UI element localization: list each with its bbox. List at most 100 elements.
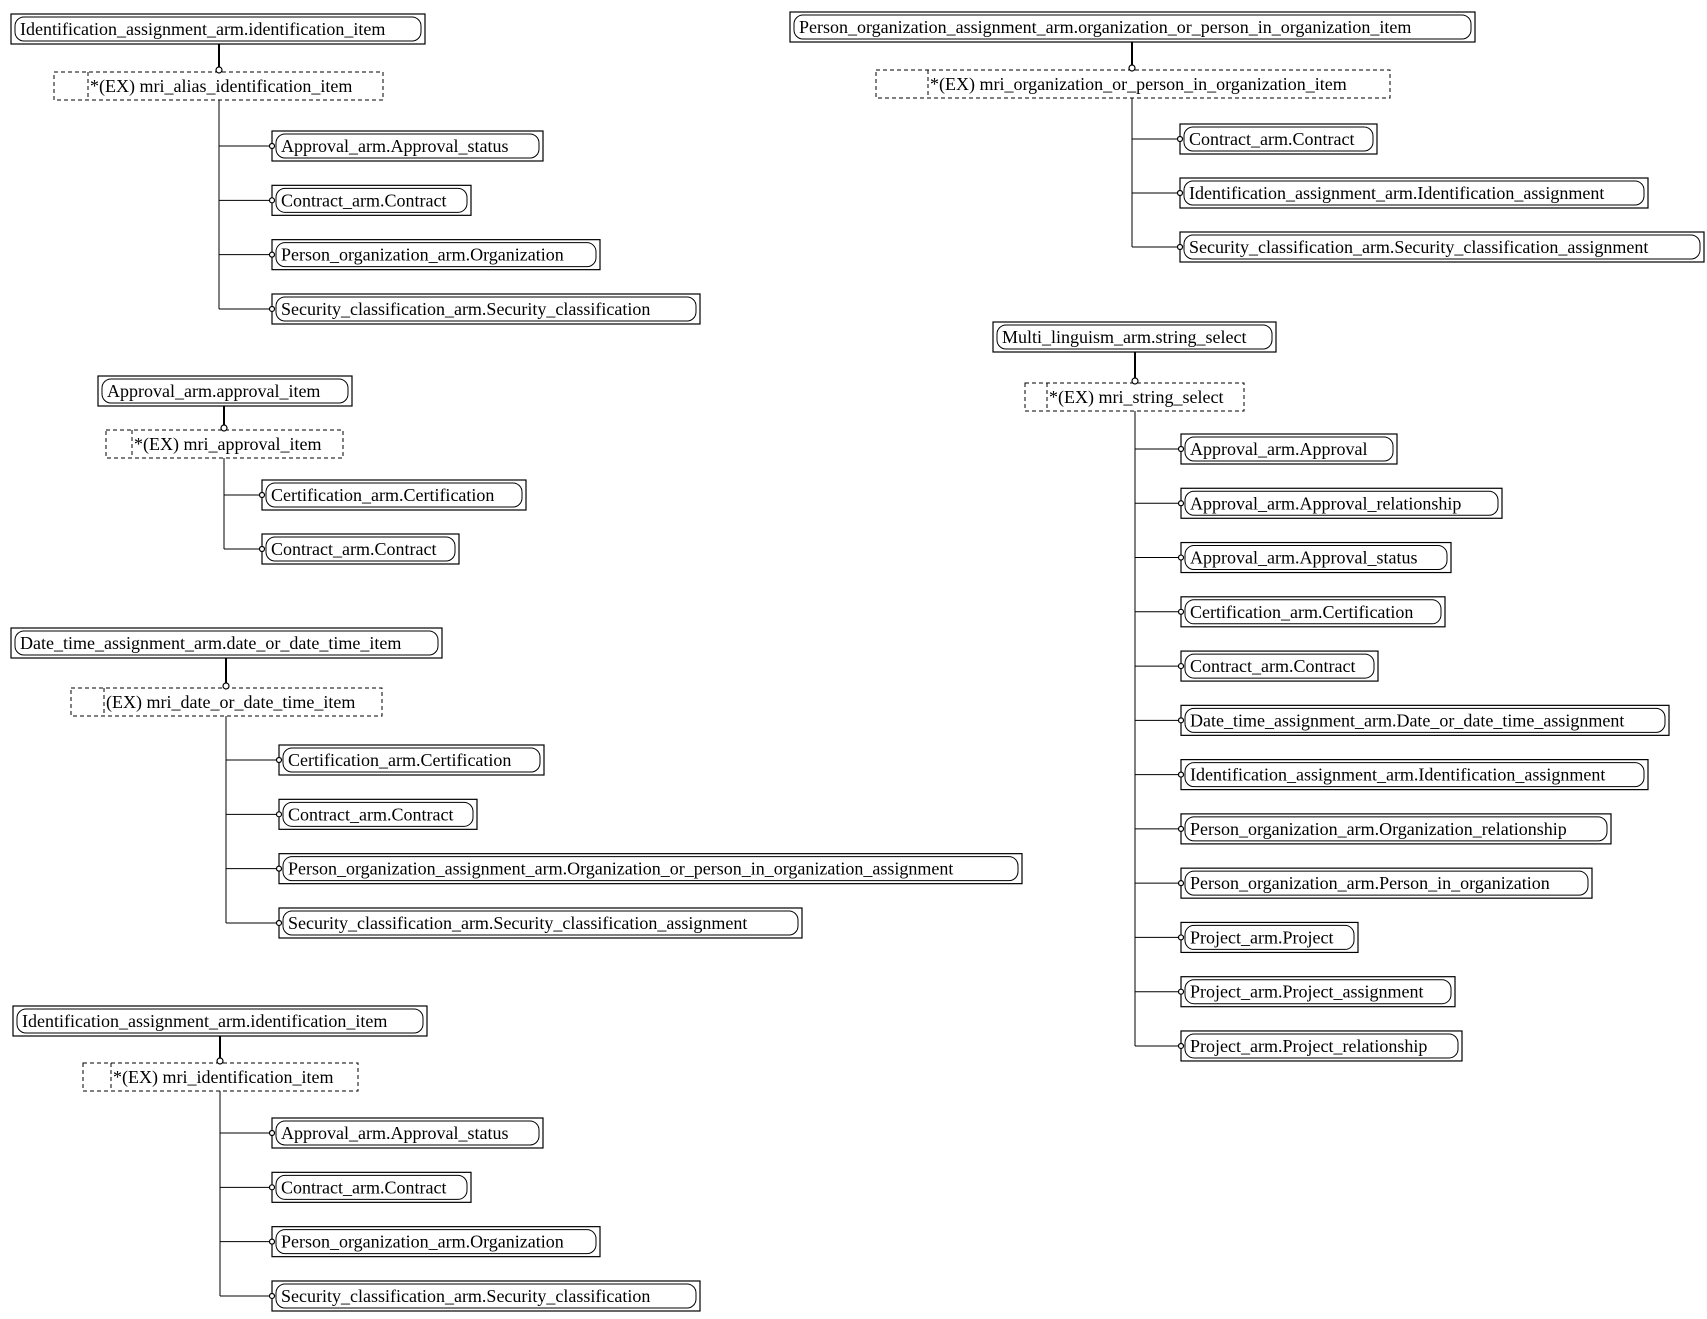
entity-box-label: Approval_arm.Approval_relationship: [1190, 493, 1461, 513]
entity-box-frame: [271, 1117, 544, 1149]
entity-box-inner-frame: [275, 133, 540, 159]
connector-end-circle: [220, 424, 228, 432]
schema-group-4: Person_organization_assignment_arm.organ…: [789, 11, 1705, 263]
schema-group-0: Identification_assignment_arm.identifica…: [10, 13, 701, 325]
branch-end-circle: [1177, 500, 1185, 507]
entity-box-label: Project_arm.Project_relationship: [1190, 1036, 1427, 1056]
entity-box-frame: [1180, 433, 1398, 465]
entity-box-label: Contract_arm.Contract: [1189, 129, 1354, 149]
entity-box-frame: [1180, 867, 1593, 899]
branch-end-circle: [1177, 880, 1185, 887]
entity-box-label: Approval_arm.Approval_status: [281, 1123, 508, 1143]
branch-end-circle: [258, 545, 266, 553]
entity-box-frame: [278, 744, 545, 776]
entity-box-label: Security_classification_arm.Security_cla…: [281, 299, 650, 319]
extension-select-frame: [82, 1062, 359, 1092]
entity-box-frame: [271, 293, 701, 325]
branch-end-circle: [275, 756, 283, 764]
entity-box-frame: [1180, 650, 1379, 682]
entity-box: Security_classification_arm.Security_cla…: [1179, 231, 1705, 263]
root-type-box: Identification_assignment_arm.identifica…: [12, 1005, 428, 1037]
root-type-box: Person_organization_assignment_arm.organ…: [789, 11, 1476, 43]
entity-box-label: Contract_arm.Contract: [281, 1177, 446, 1197]
entity-box-label: Contract_arm.Contract: [281, 190, 446, 210]
entity-box: Person_organization_arm.Organization: [271, 1226, 601, 1258]
branch-end-circle: [268, 142, 276, 150]
entity-box: Certification_arm.Certification: [261, 479, 527, 511]
extension-select-label: *(EX) mri_approval_item: [134, 434, 321, 455]
extension-select-box: *(EX) mri_approval_item: [105, 429, 344, 459]
schema-group-3: Identification_assignment_arm.identifica…: [12, 1005, 701, 1312]
branch-end-circle: [268, 305, 276, 313]
entity-box-inner-frame: [1184, 1033, 1459, 1059]
entity-box-label: Security_classification_arm.Security_cla…: [288, 913, 747, 933]
entity-box-frame: [1179, 177, 1649, 209]
schema-group-2: Date_time_assignment_arm.date_or_date_ti…: [10, 627, 1023, 939]
connector-end-circle: [1128, 64, 1136, 72]
entity-box-label: Security_classification_arm.Security_cla…: [281, 1286, 650, 1306]
entity-box-label: Security_classification_arm.Security_cla…: [1189, 237, 1648, 257]
entity-box-inner-frame: [275, 242, 597, 268]
entity-box-inner-frame: [1183, 234, 1701, 260]
entity-box-inner-frame: [1184, 545, 1448, 571]
branch-end-circle: [1177, 445, 1185, 453]
entity-box-inner-frame: [1184, 816, 1608, 842]
entity-box-label: Approval_arm.Approval_status: [1190, 548, 1417, 568]
entity-box-inner-frame: [1184, 653, 1375, 679]
entity-box-label: Contract_arm.Contract: [271, 539, 436, 559]
entity-box: Certification_arm.Certification: [1180, 596, 1446, 628]
entity-box-inner-frame: [275, 296, 697, 322]
entity-box-label: Identification_assignment_arm.Identifica…: [1190, 765, 1605, 785]
branch-end-circle: [1177, 1042, 1185, 1050]
entity-box: Person_organization_assignment_arm.Organ…: [278, 853, 1023, 885]
extension-select-box: *(EX) mri_organization_or_person_in_orga…: [875, 69, 1391, 99]
entity-box: Contract_arm.Contract: [1179, 123, 1378, 155]
entity-box-frame: [1179, 123, 1378, 155]
root-type-box-inner-frame: [793, 14, 1472, 40]
root-type-box: Identification_assignment_arm.identifica…: [10, 13, 426, 45]
entity-box-inner-frame: [1183, 126, 1374, 152]
entity-box-label: Project_arm.Project: [1190, 927, 1333, 947]
branch-end-circle: [275, 811, 283, 818]
entity-box: Person_organization_arm.Organization_rel…: [1180, 813, 1612, 845]
entity-box-frame: [271, 1280, 701, 1312]
schema-group-1: Approval_arm.approval_item *(EX) mri_appr…: [97, 375, 527, 565]
entity-box-label: Person_organization_arm.Organization_rel…: [1190, 819, 1567, 839]
entity-box: Security_classification_arm.Security_cla…: [278, 907, 803, 939]
root-type-box-label: Identification_assignment_arm.identifica…: [22, 1011, 387, 1031]
entity-box-inner-frame: [1184, 707, 1666, 733]
extension-select-label: *(EX) mri_string_select: [1049, 387, 1223, 408]
entity-box-inner-frame: [1184, 762, 1645, 788]
extension-select-box: *(EX) mri_identification_item: [82, 1062, 359, 1092]
entity-box-label: Certification_arm.Certification: [288, 750, 511, 770]
entity-box: Person_organization_arm.Person_in_organi…: [1180, 867, 1593, 899]
entity-box-label: Date_time_assignment_arm.Date_or_date_ti…: [1190, 710, 1624, 730]
entity-box-label: Person_organization_arm.Organization: [281, 1232, 564, 1252]
entity-box-inner-frame: [1184, 924, 1355, 950]
root-type-box: Date_time_assignment_arm.date_or_date_ti…: [10, 627, 443, 659]
entity-box-inner-frame: [1184, 979, 1452, 1005]
root-type-box-label: Date_time_assignment_arm.date_or_date_ti…: [20, 633, 401, 653]
extension-select-frame: [105, 429, 344, 459]
entity-box-frame: [278, 798, 478, 830]
entity-box-label: Person_organization_assignment_arm.Organ…: [288, 859, 953, 879]
branch-end-circle: [1177, 825, 1185, 832]
entity-box: Contract_arm.Contract: [271, 184, 472, 216]
branch-end-circle: [275, 865, 283, 872]
entity-box: Project_arm.Project: [1180, 921, 1359, 954]
connector-end-circle: [222, 682, 230, 690]
entity-box: Identification_assignment_arm.Identifica…: [1180, 759, 1649, 791]
extension-select-label: *(EX) mri_organization_or_person_in_orga…: [930, 74, 1347, 95]
entity-box: Project_arm.Project_assignment: [1180, 976, 1456, 1008]
entity-box-frame: [1180, 921, 1359, 954]
branch-end-circle: [1176, 243, 1184, 251]
entity-box-frame: [271, 1171, 472, 1203]
root-type-box-label: Identification_assignment_arm.identifica…: [20, 19, 385, 39]
entity-box-inner-frame: [282, 747, 541, 773]
root-type-box-inner-frame: [996, 324, 1273, 350]
entity-box-label: Identification_assignment_arm.Identifica…: [1189, 183, 1604, 203]
root-type-box-label: Person_organization_assignment_arm.organ…: [799, 17, 1411, 37]
root-type-box: Approval_arm.approval_item: [97, 375, 353, 407]
entity-box-frame: [271, 130, 544, 162]
